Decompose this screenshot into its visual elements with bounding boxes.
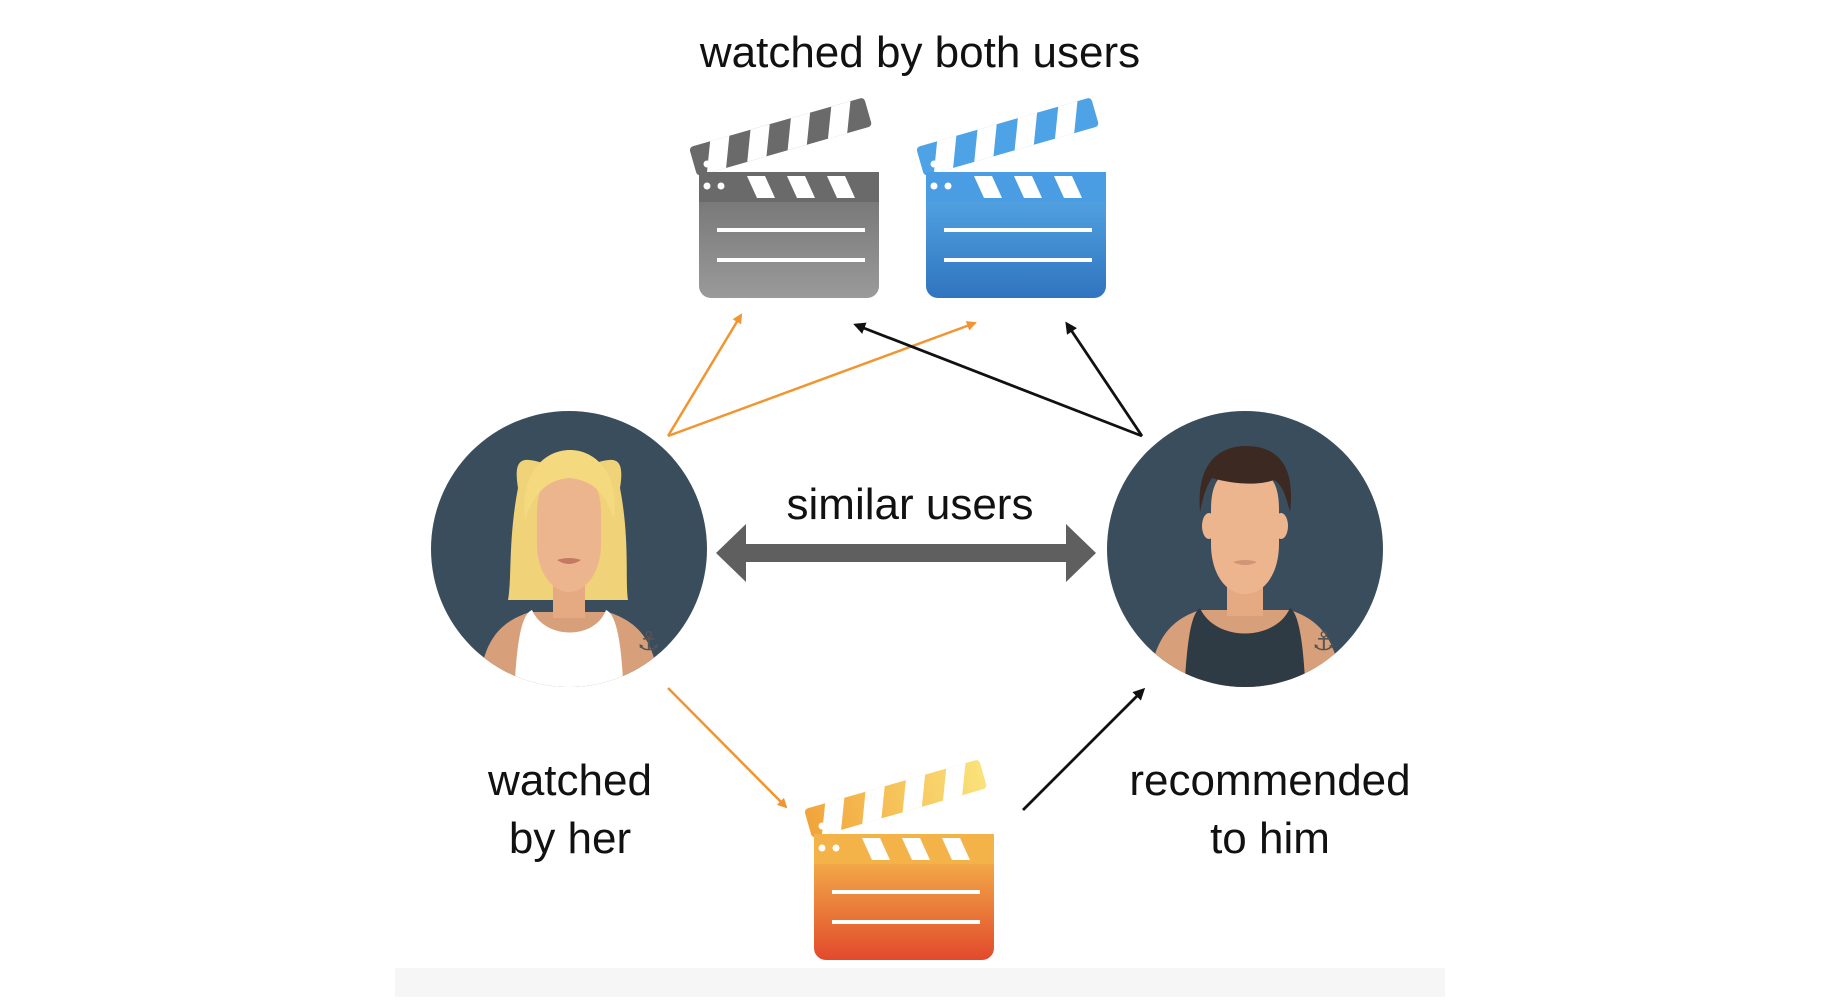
arrow-her-to-blue-movie — [667, 321, 977, 438]
clapperboard-blue-icon — [916, 98, 1106, 298]
recommended-to-him-line2: to him — [1210, 814, 1330, 863]
svg-text:⚓: ⚓ — [1312, 627, 1335, 657]
clapperboard-orange-icon — [804, 760, 994, 960]
watched-by-her-label: watched by her — [420, 752, 720, 868]
watched-by-her-line1: watched — [488, 756, 652, 805]
recommended-to-him-line1: recommended — [1129, 756, 1411, 805]
bottom-strip — [395, 968, 1445, 997]
watched-by-both-label: watched by both users — [699, 28, 1141, 77]
recommended-to-him-label: recommended to him — [1080, 752, 1460, 868]
woman-avatar-icon: ⚓ — [431, 411, 707, 687]
man-avatar-icon: ⚓ — [1107, 411, 1383, 687]
arrow-her-to-gray-movie — [666, 313, 743, 437]
similar-users-label: similar users — [786, 480, 1034, 529]
arrow-her-to-orange-movie — [667, 687, 788, 809]
arrow-him-to-gray-movie — [853, 322, 1143, 438]
svg-text:⚓: ⚓ — [637, 627, 660, 657]
arrow-him-to-blue-movie — [1065, 321, 1144, 437]
watched-by-her-line2: by her — [508, 814, 632, 863]
similar-users-double-arrow — [716, 524, 1096, 582]
arrow-orange-movie-to-him — [1022, 687, 1146, 811]
clapperboard-gray-icon — [689, 98, 879, 298]
